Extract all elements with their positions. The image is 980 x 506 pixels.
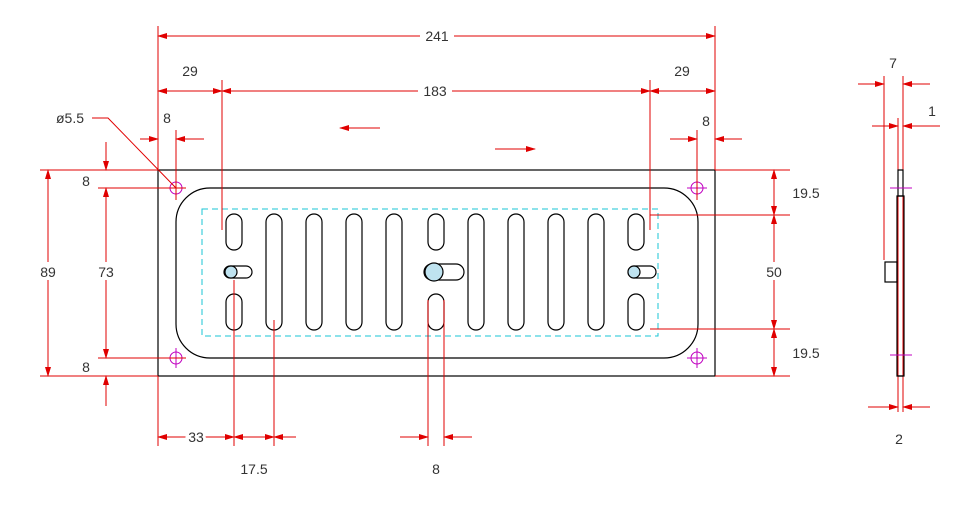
dim-right-middle: 50 xyxy=(766,264,782,280)
dim-left-inner: 73 xyxy=(98,264,114,280)
dim-right-bottom: 19.5 xyxy=(792,345,819,361)
dim-left-bottom: 8 xyxy=(82,359,90,375)
dim-hole-inset-right: 8 xyxy=(702,113,710,129)
dimension-lines xyxy=(40,26,790,446)
front-view xyxy=(157,125,716,377)
slots xyxy=(223,213,657,331)
dim-bottom-8: 8 xyxy=(432,461,440,477)
dim-side-width: 7 xyxy=(889,55,897,71)
dim-right-top: 19.5 xyxy=(792,185,819,201)
outer-plate xyxy=(157,169,716,377)
dim-side-1: 1 xyxy=(928,103,936,119)
dim-bottom-17-5: 17.5 xyxy=(240,461,267,477)
inner-frame xyxy=(175,187,699,359)
dim-overall-width: 241 xyxy=(425,28,449,44)
dim-hole-diameter: ø5.5 xyxy=(56,110,84,126)
dim-side-2: 2 xyxy=(895,431,903,447)
side-view xyxy=(858,76,940,412)
dim-left-top: 8 xyxy=(82,173,90,189)
dim-edge-offset-left: 29 xyxy=(182,63,198,79)
dim-left-height: 89 xyxy=(40,264,56,280)
dimension-labels: 241 29 183 29 8 8 ø5.5 8 89 73 8 19.5 50… xyxy=(38,26,936,477)
dim-slot-span: 183 xyxy=(423,83,447,99)
dim-edge-offset-right: 29 xyxy=(674,63,690,79)
dim-bottom-33: 33 xyxy=(188,429,204,445)
hidden-louver-outline xyxy=(201,208,659,337)
dim-hole-inset-left: 8 xyxy=(163,110,171,126)
